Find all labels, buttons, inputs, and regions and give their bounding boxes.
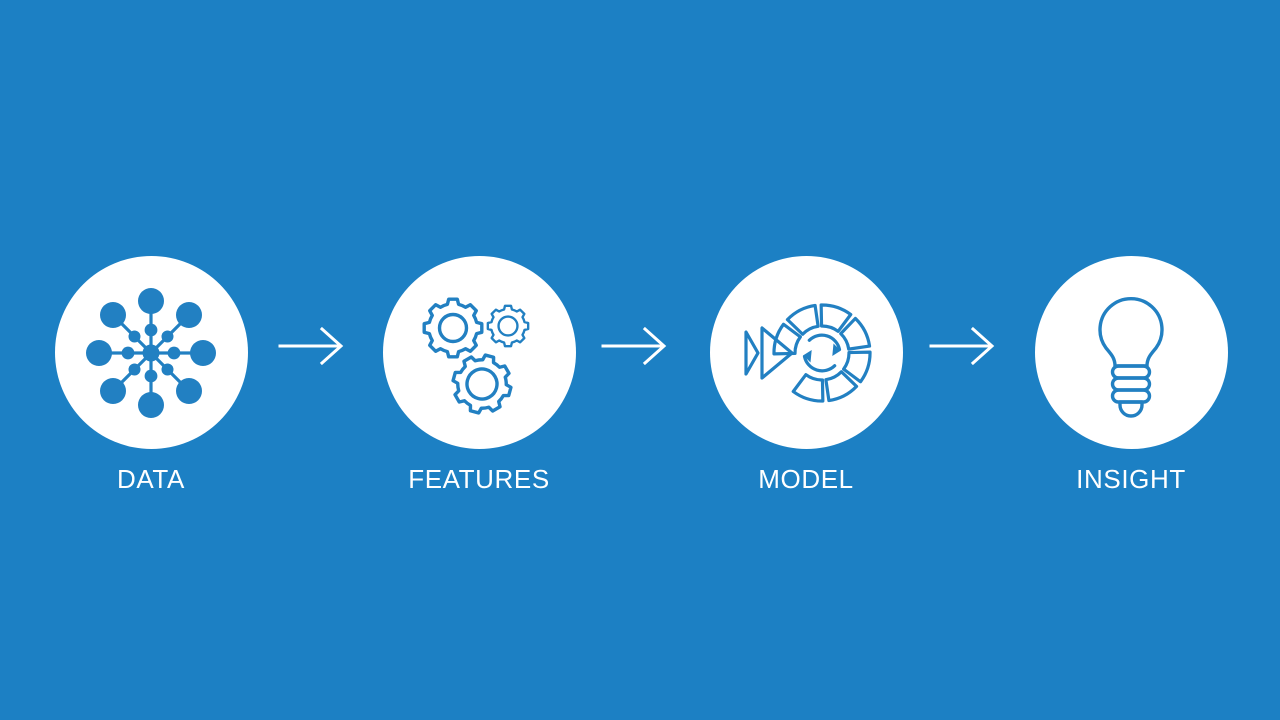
lightbulb-icon	[1076, 283, 1186, 423]
pipeline-step-data[interactable]: DATA	[21, 256, 281, 492]
step-disc-data	[54, 256, 248, 449]
step-label-data: DATA	[117, 464, 185, 494]
arrow-right-icon	[278, 327, 348, 365]
step-label-model: MODEL	[758, 464, 854, 494]
model-process-wheel-icon	[736, 290, 876, 416]
step-label-features: FEATURES	[408, 464, 550, 494]
gears-icon	[414, 288, 544, 418]
connector-arrow-data-to-features	[278, 327, 348, 365]
step-label-insight: INSIGHT	[1076, 464, 1186, 494]
connector-arrow-features-to-model	[601, 327, 671, 365]
step-disc-insight	[1034, 256, 1228, 449]
connector-arrow-model-to-insight	[929, 327, 999, 365]
pipeline-step-features[interactable]: FEATURES	[349, 256, 609, 492]
network-nodes-icon	[81, 283, 221, 423]
pipeline-step-model[interactable]: MODEL	[676, 256, 936, 492]
step-disc-features	[382, 256, 576, 449]
arrow-right-icon	[601, 327, 671, 365]
pipeline-step-insight[interactable]: INSIGHT	[1001, 256, 1261, 492]
arrow-right-icon	[929, 327, 999, 365]
step-disc-model	[709, 256, 903, 449]
